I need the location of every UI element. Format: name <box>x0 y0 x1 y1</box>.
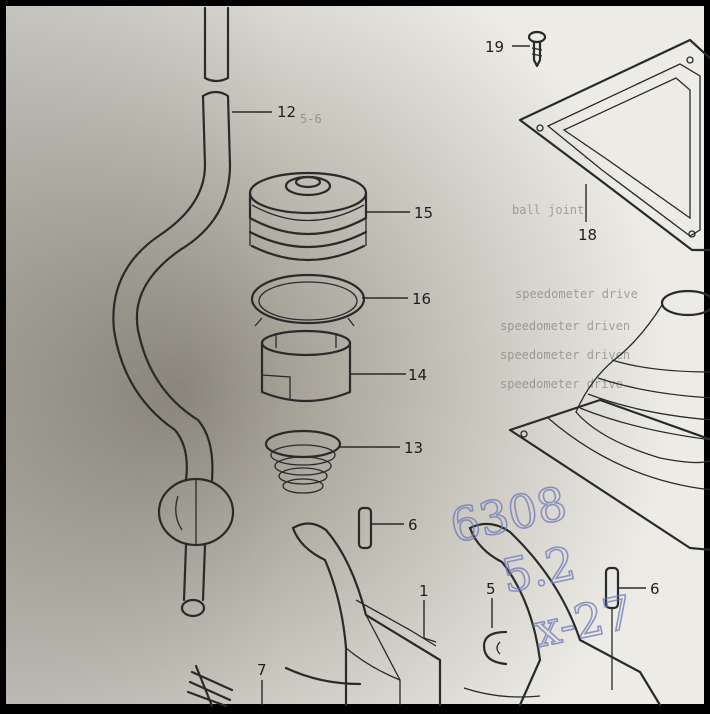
label-7: 7 <box>257 661 267 679</box>
label-16: 16 <box>412 290 431 308</box>
label-12: 12 <box>277 103 296 121</box>
label-13: 13 <box>404 439 423 457</box>
background-text: speedometer drive speedometer driven spe… <box>300 112 638 391</box>
trim-frame-part-18 <box>518 38 710 252</box>
bg-text-3: speedometer driven <box>500 348 630 362</box>
label-1: 1 <box>419 582 429 600</box>
snap-ring-part-16 <box>250 273 366 327</box>
label-18: 18 <box>578 226 597 244</box>
clip-part-5 <box>482 630 508 666</box>
pin-part-6a <box>357 506 373 550</box>
label-6b: 6 <box>650 580 660 598</box>
gear-lever-part-12 <box>112 6 235 618</box>
bg-text-6: 5-6 <box>300 112 322 126</box>
bg-text-1: speedometer drive <box>515 287 638 301</box>
screw-part-19 <box>527 30 547 68</box>
label-14: 14 <box>408 366 427 384</box>
label-6a: 6 <box>408 516 418 534</box>
leader-lines <box>232 45 646 705</box>
shift-fork-second <box>463 522 662 707</box>
shifter-boot-right <box>508 289 710 551</box>
label-19: 19 <box>485 38 504 56</box>
boot-cap-part-15 <box>248 171 368 261</box>
spring-part-7 <box>186 664 234 708</box>
paper-shadow <box>6 6 704 704</box>
spring-part-13 <box>264 429 342 494</box>
bg-text-2: speedometer driven <box>500 319 630 333</box>
label-5: 5 <box>486 580 496 598</box>
sleeve-part-14 <box>260 329 352 403</box>
bg-text-5: ball joint <box>512 203 584 217</box>
label-15: 15 <box>414 204 433 222</box>
part-labels: 12 15 16 14 13 6 1 5 6 7 19 18 <box>257 38 660 679</box>
bg-text-4: speedometer drive <box>500 377 623 391</box>
shift-fork-part-1 <box>284 522 442 707</box>
